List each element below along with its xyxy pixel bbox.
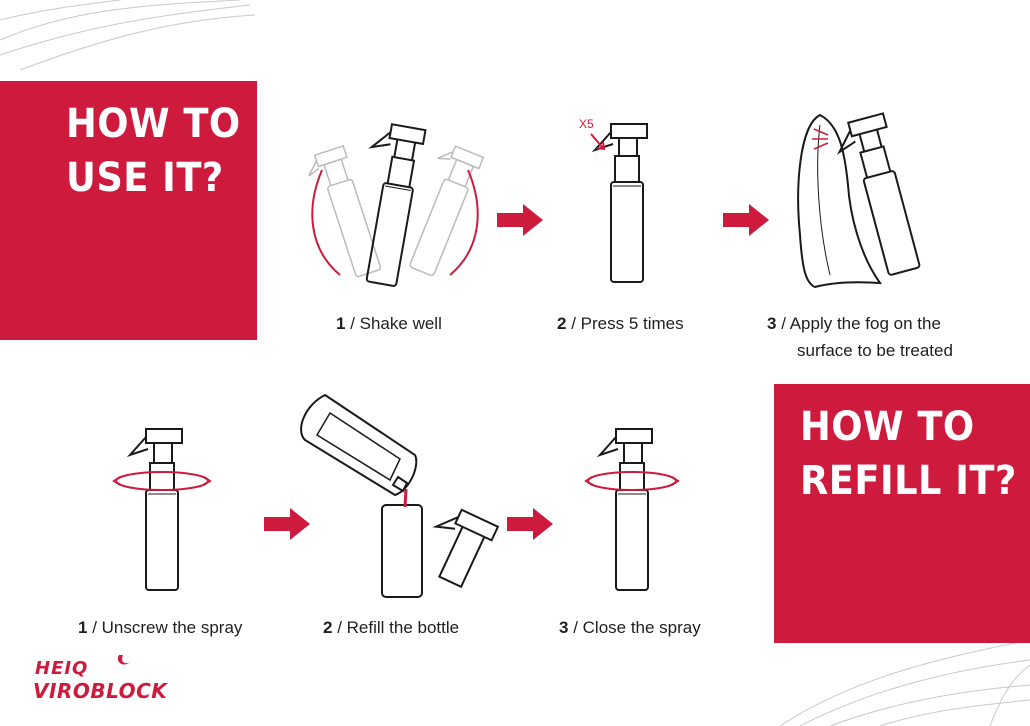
refill-pouch-icon — [300, 393, 500, 598]
refill-step-3-caption: 3 / Close the spray — [559, 618, 701, 637]
brand-swoosh-icon — [117, 655, 130, 665]
brand-line2: VIROBLOCK — [33, 679, 168, 703]
refill-step-2-caption: 2 / Refill the bottle — [323, 618, 460, 637]
press-count-label: X5 — [579, 117, 594, 131]
use-title-line1: HOW TO — [66, 101, 241, 147]
right-arrow-icon — [723, 204, 769, 236]
close-bottle-icon — [584, 428, 680, 591]
heiq-viroblock-logo: HEIQ VIROBLOCK — [33, 652, 208, 704]
spray-cloth-icon — [797, 112, 921, 289]
shake-bottle-icon — [308, 123, 485, 287]
unscrew-bottle-icon — [112, 428, 212, 591]
use-title-panel: HOW TO USE IT? — [0, 81, 257, 340]
use-title-line2: USE IT? — [66, 155, 224, 201]
refill-title-line2: REFILL IT? — [800, 458, 1017, 504]
use-step-3-caption: 3 / Apply the fog on the — [767, 314, 941, 333]
refill-title-panel: HOW TO REFILL IT? — [774, 384, 1030, 643]
use-step-2-caption: 2 / Press 5 times — [557, 314, 684, 333]
use-step-1-caption: 1 / Shake well — [336, 314, 442, 333]
press-bottle-icon: X5 — [579, 117, 648, 283]
refill-step-1-caption: 1 / Unscrew the spray — [78, 618, 243, 637]
refill-title-line1: HOW TO — [800, 404, 975, 450]
right-arrow-icon — [264, 508, 310, 540]
right-arrow-icon — [507, 508, 553, 540]
right-arrow-icon — [497, 204, 543, 236]
use-step-3-caption-line2: surface to be treated — [797, 341, 953, 360]
brand-line1: HEIQ — [35, 658, 89, 679]
